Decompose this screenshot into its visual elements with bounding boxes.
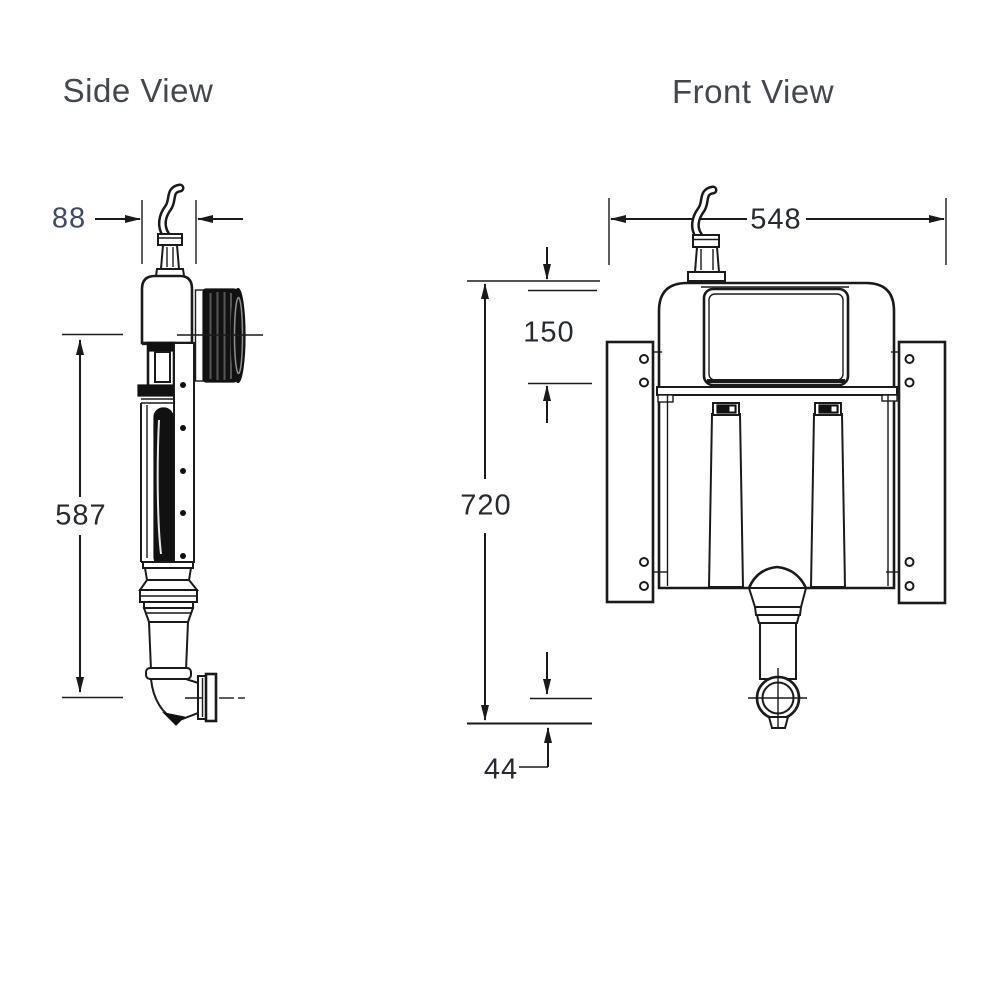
front-access-panel [702, 287, 850, 387]
dim-label-front-outlet-offset: 44 [483, 753, 519, 786]
dim-150-lines [467, 247, 600, 423]
front-right-strut [809, 402, 847, 588]
side-outlet-pipe [138, 561, 245, 726]
front-left-strut [707, 402, 745, 588]
side-tank-body [140, 342, 195, 563]
front-view-title: Front View [671, 73, 835, 110]
dim-label-front-overall-width: 548 [750, 203, 802, 236]
side-inlet-hose-icon [157, 183, 185, 240]
dim-label-side-top-width: 88 [51, 202, 87, 235]
side-view-drawing [62, 183, 263, 726]
front-left-bracket [605, 340, 667, 604]
side-inlet-bracket [137, 341, 176, 404]
front-inlet-valve [687, 234, 726, 282]
side-flush-valve-tube [148, 407, 174, 583]
dim-label-front-panel-height: 150 [523, 316, 575, 349]
dim-label-side-body-height: 587 [55, 499, 107, 532]
side-view-title: Side View [62, 72, 214, 109]
front-view-drawing [467, 185, 947, 768]
dim-88-lines [95, 200, 243, 264]
dim-44-lines [467, 652, 592, 768]
dim-548-lines [608, 198, 947, 265]
front-inlet-hose-icon [690, 185, 718, 241]
front-outlet-assembly [747, 587, 808, 729]
front-right-bracket [886, 340, 947, 605]
side-inlet-valve [154, 233, 186, 277]
dim-label-front-overall-height: 720 [460, 489, 512, 522]
dim-587-lines [62, 333, 123, 699]
front-support-rail [656, 386, 898, 403]
side-valve-housing [140, 274, 194, 345]
